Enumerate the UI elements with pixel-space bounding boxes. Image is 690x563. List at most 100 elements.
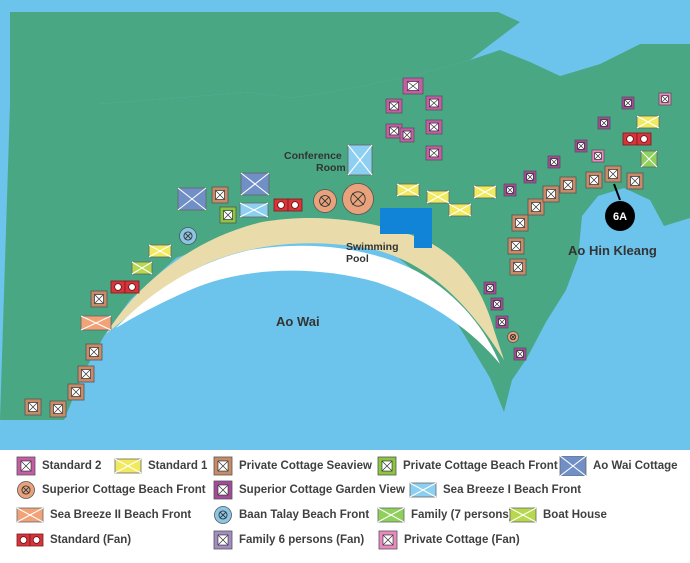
ao-wai-cottage-icon — [240, 172, 270, 196]
standard-fan-icon — [16, 533, 44, 547]
beach-sand — [106, 217, 504, 360]
bay-label-ao-hin-kleang: Ao Hin Kleang — [568, 243, 657, 258]
legend-swatch — [213, 480, 233, 500]
private-cottage-seaview-icon — [604, 165, 622, 183]
superior-garden-view-icon — [213, 480, 233, 500]
resort-map: Ao Wai Ao Hin Kleang Conference Room Swi… — [0, 0, 690, 450]
family-7-icon — [640, 150, 658, 168]
legend-swatch — [377, 456, 397, 476]
superior-garden-view-icon — [523, 170, 537, 184]
legend-swatch — [213, 456, 233, 476]
legend-label: Private Cottage Beach Front — [403, 460, 558, 472]
legend-swatch — [213, 530, 233, 550]
legend-label: Family 6 persons (Fan) — [239, 534, 365, 546]
private-cottage-seaview-icon — [511, 214, 529, 232]
standard-2-icon — [16, 456, 36, 476]
bay-label-ao-wai: Ao Wai — [276, 314, 320, 329]
family-6-fan-icon — [213, 530, 233, 550]
legend-swatch — [409, 482, 437, 498]
superior-garden-view-icon — [503, 183, 517, 197]
standard-2-icon — [385, 98, 403, 114]
private-cottage-seaview-icon — [509, 258, 527, 276]
standard-1-icon — [426, 190, 450, 204]
baan-talay-icon — [179, 227, 197, 245]
legend-label: Sea Breeze II Beach Front — [50, 509, 192, 521]
superior-garden-view-icon — [513, 347, 527, 361]
legend-item-standard-1: Standard 1 — [114, 456, 207, 476]
superior-garden-view-icon — [597, 116, 611, 130]
legend-item-standard-2: Standard 2 — [16, 456, 101, 476]
private-cottage-seaview-icon — [211, 186, 229, 204]
legend-item-family-7: Family (7 persons) — [377, 505, 513, 525]
legend-label: Boat House — [543, 509, 607, 521]
beach-white — [116, 245, 500, 364]
boat-house-icon — [131, 261, 153, 275]
sea-breeze-1-icon — [347, 144, 373, 176]
superior-garden-view-icon — [547, 155, 561, 169]
legend-swatch — [377, 507, 405, 523]
pool-label-line-2: Pool — [346, 253, 369, 265]
private-cottage-seaview-icon — [85, 343, 103, 361]
legend-label: Baan Talay Beach Front — [239, 509, 370, 521]
private-cottage-seaview-icon — [77, 365, 95, 383]
legend-item-family-6-fan: Family 6 persons (Fan) — [213, 530, 364, 550]
ao-wai-cottage-icon — [559, 456, 587, 476]
legend-swatch — [378, 530, 398, 550]
legend-item-baan-talay: Baan Talay Beach Front — [213, 505, 369, 525]
standard-2-icon — [425, 119, 443, 135]
private-cottage-seaview-icon — [507, 237, 525, 255]
sea-breeze-2-icon — [16, 507, 44, 523]
legend-item-boat-house: Boat House — [509, 505, 607, 525]
private-cottage-seaview-icon — [559, 176, 577, 194]
superior-beach-front-icon — [507, 331, 519, 343]
legend-swatch — [16, 507, 44, 523]
conference-label-line-1: Conference — [284, 150, 342, 162]
legend-swatch — [17, 481, 35, 499]
standard-1-icon — [396, 183, 420, 197]
legend-item-ao-wai-cottage: Ao Wai Cottage — [559, 456, 678, 476]
standard-fan-icon — [273, 198, 303, 212]
private-cottage-seaview-icon — [24, 398, 42, 416]
legend-item-private-cottage-fan: Private Cottage (Fan) — [378, 530, 520, 550]
private-cottage-fan-icon — [591, 149, 605, 163]
standard-fan-icon — [622, 132, 652, 146]
private-cottage-beach-front-icon — [219, 206, 237, 224]
standard-1-icon — [636, 115, 660, 129]
legend: Standard 2 Standard 1 Private Cottage Seav… — [0, 450, 690, 563]
sea-breeze-1-icon — [409, 482, 437, 498]
superior-garden-view-icon — [495, 315, 509, 329]
legend-label: Ao Wai Cottage — [593, 460, 678, 472]
superior-garden-view-icon — [621, 96, 635, 110]
private-cottage-seaview-icon — [542, 185, 560, 203]
superior-beach-front-icon — [342, 183, 374, 215]
legend-swatch — [114, 458, 142, 474]
legend-swatch — [559, 456, 587, 476]
superior-beach-front-icon — [17, 481, 35, 499]
legend-item-sea-breeze-2: Sea Breeze II Beach Front — [16, 505, 191, 525]
legend-swatch — [509, 507, 537, 523]
private-cottage-seaview-icon — [67, 383, 85, 401]
private-cottage-fan-icon — [378, 530, 398, 550]
private-cottage-seaview-icon — [49, 400, 67, 418]
private-cottage-seaview-icon — [213, 456, 233, 476]
private-cottage-seaview-icon — [626, 172, 644, 190]
private-cottage-seaview-icon — [585, 171, 603, 189]
legend-label: Sea Breeze I Beach Front — [443, 484, 582, 496]
family-7-icon — [377, 507, 405, 523]
legend-label: Standard (Fan) — [50, 534, 132, 546]
swimming-pool — [414, 208, 432, 248]
superior-beach-front-icon — [313, 189, 337, 213]
standard-2-icon — [402, 77, 424, 95]
legend-swatch — [16, 533, 44, 547]
standard-2-icon — [399, 127, 415, 143]
standard-1-icon — [114, 458, 142, 474]
legend-label: Private Cottage (Fan) — [404, 534, 520, 546]
pool-label-line-1: Swimming — [346, 241, 399, 253]
legend-item-superior-garden-view: Superior Cottage Garden View — [213, 480, 405, 500]
legend-swatch — [16, 456, 36, 476]
legend-label: Private Cottage Seaview — [239, 460, 372, 472]
location-marker-6a[interactable]: 6A — [605, 183, 635, 231]
standard-fan-icon — [110, 280, 140, 294]
superior-garden-view-icon — [483, 281, 497, 295]
